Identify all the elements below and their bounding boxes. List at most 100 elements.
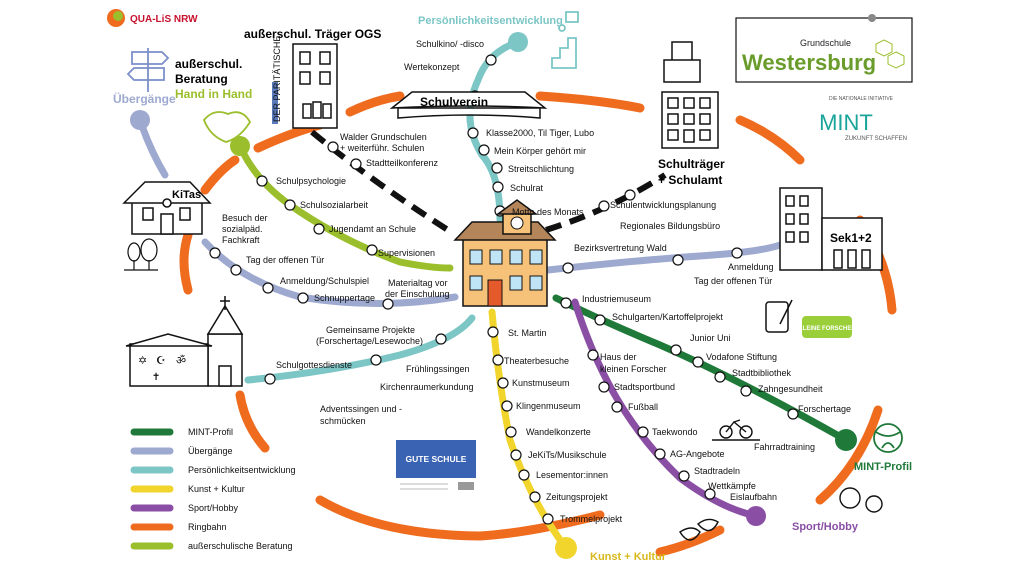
station-label: Klingenmuseum (516, 401, 581, 411)
station-label: Supervisionen (378, 248, 435, 258)
church-icon (206, 296, 244, 387)
sek-label: Sek1+2 (830, 231, 872, 245)
station-label: Stadtradeln (694, 466, 740, 476)
station-label: Schulpsychologie (276, 176, 346, 186)
station-label: + weiterführ. Schulen (340, 143, 424, 153)
station-label: Tag der offenen Tür (694, 276, 772, 286)
legend-label: Kunst + Kultur (188, 484, 245, 494)
schultraeger-line (310, 129, 667, 233)
station-label: Stadtteilkonferenz (366, 158, 439, 168)
station-label: Kirchenraumerkundung (380, 382, 474, 392)
beratung-label-1: außerschul. (175, 57, 242, 71)
religions-building-icon: ✡ ☪ ॐ ✝ (125, 333, 213, 387)
theater-masks-icon (679, 518, 719, 541)
mint-initiative-tagline-top: DIE NATIONALE INITIATIVE (829, 96, 894, 102)
kitas-label: KiTas (172, 189, 201, 201)
station-label: Regionales Bildungsbüro (620, 221, 720, 231)
station-label: St. Martin (508, 328, 547, 338)
station-label: Schulgottesdienste (276, 360, 352, 370)
station-label: Forschertage (798, 404, 851, 414)
station-label: Junior Uni (690, 333, 731, 343)
gute-schule-logo: GUTE SCHULE (396, 440, 476, 490)
sek-building-icon (779, 187, 883, 271)
persoenlich-terminal (508, 32, 528, 52)
station-label: Theaterbesuche (504, 356, 569, 366)
schulverein-bridge-icon (389, 91, 548, 119)
station-label: Eislaufbahn (730, 492, 777, 502)
station-label: Schulgarten/Kartoffelprojekt (612, 312, 723, 322)
station-label: Wandelkonzerte (526, 427, 591, 437)
station-label: AG-Angebote (670, 449, 725, 459)
station-label: Taekwondo (652, 427, 698, 437)
kita-building-icon (122, 181, 212, 235)
sport-balls-icon (839, 487, 883, 513)
station-label: Schnuppertage (314, 293, 375, 303)
schultraeger-building-icon (661, 91, 719, 149)
ogs-building-icon (292, 43, 338, 129)
trees-icon (124, 238, 158, 271)
school-logo-small-text: Grundschule (800, 38, 851, 48)
station-label: Wettkämpfe (708, 481, 756, 491)
sport-end-label: Sport/Hobby (792, 521, 859, 533)
legend-label: Ringbahn (188, 522, 227, 532)
legend: MINT-ProfilÜbergängePersönlichkeitsentwi… (130, 427, 296, 551)
beratung-label-2: Beratung (175, 72, 228, 86)
svg-text:ॐ: ॐ (176, 354, 186, 367)
uebergaenge-end-label: Übergänge (113, 91, 176, 106)
station-label: Frühlingssingen (406, 364, 470, 374)
school-logo: Grundschule Westersburg (735, 14, 913, 83)
station-label: Stadtbibliothek (732, 368, 792, 378)
schulverein-label: Schulverein (420, 95, 488, 109)
station-dots (209, 54, 799, 525)
station-label: Streitschlichtung (508, 164, 574, 174)
station-label: Zeitungsprojekt (546, 492, 608, 502)
svg-text:✡: ✡ (138, 355, 147, 367)
station-label: Klasse2000, Til Tiger, Lubo (486, 128, 594, 138)
persoenlich-end-label: Persönlichkeitsentwicklung (418, 15, 563, 27)
station-label: Mein Körper gehört mir (494, 146, 586, 156)
station-label: schmücken (320, 416, 366, 426)
legend-label: Sport/Hobby (188, 503, 239, 513)
ballot-box-icon (663, 41, 701, 83)
tablet-icon (765, 299, 793, 333)
station-label: Walder Grundschulen (340, 132, 427, 142)
station-label: Haus der (600, 352, 637, 362)
station-label: Industriemuseum (582, 294, 651, 304)
station-label: Materialtag vor (388, 278, 448, 288)
legend-label: außerschulische Beratung (188, 541, 293, 551)
station-label: Schulentwicklungsplanung (610, 200, 716, 210)
station-label: der Einschulung (385, 289, 450, 299)
station-label: Anmeldung (728, 262, 774, 272)
station-label: Schulrat (510, 183, 544, 193)
station-label: Jugendamt an Schule (329, 224, 416, 234)
globe-icon (873, 423, 903, 453)
station-labels: Schulkino/ -disco Wertekonzept Klasse200… (222, 39, 851, 524)
mint-initiative-logo: MINT (819, 110, 873, 135)
station-label: Tag der offenen Tür (246, 255, 324, 265)
station-label: Schulkino/ -disco (416, 39, 484, 49)
kleine-forscher-logo (802, 316, 852, 338)
ogs-label: außerschul. Träger OGS (244, 27, 381, 41)
svg-text:☪: ☪ (156, 355, 166, 367)
station-label: Motto des Monats (512, 207, 584, 217)
station-label: Bezirksvertretung Wald (574, 243, 667, 253)
legend-label: Übergänge (188, 446, 233, 456)
station-label: (Forschertage/Lesewoche) (316, 336, 423, 346)
school-building-icon (453, 199, 557, 307)
station-label: kleinen Forscher (600, 364, 667, 374)
station-label: Zahngesundheit (758, 384, 823, 394)
station-label: Schulsozialarbeit (300, 200, 369, 210)
station-label: Besuch der (222, 213, 268, 223)
paritaetische-logo (272, 82, 278, 124)
schultraeger-label-1: Schulträger (658, 157, 725, 171)
legend-label: MINT-Profil (188, 427, 233, 437)
uebergaenge-terminal (130, 110, 150, 130)
legend-label: Persönlichkeitsentwicklung (188, 465, 296, 475)
svg-text:✝: ✝ (152, 372, 160, 383)
station-label: Vodafone Stiftung (706, 352, 777, 362)
station-label: sozialpäd. (222, 224, 263, 234)
signpost-icon (126, 48, 170, 92)
station-label: Gemeinsame Projekte (326, 325, 415, 335)
